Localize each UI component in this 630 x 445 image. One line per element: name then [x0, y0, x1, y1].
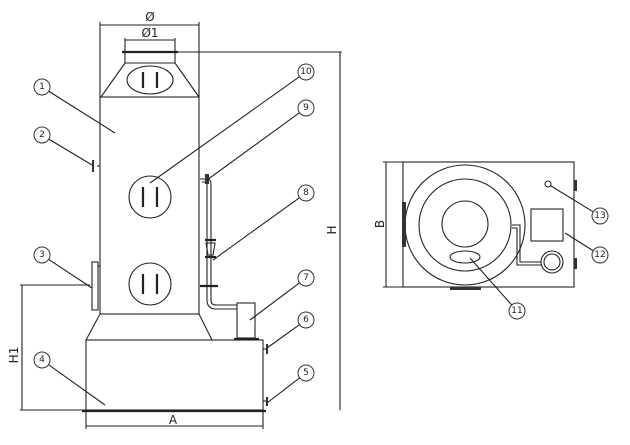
callout-13: 13 [550, 185, 609, 225]
callout-label: 13 [594, 211, 605, 221]
callout-circle [591, 246, 609, 264]
leader-line [266, 377, 300, 404]
leader-line [48, 258, 93, 289]
depth-dimension: B [373, 161, 403, 288]
overflow-nozzle [263, 344, 268, 354]
tank-outline [404, 164, 526, 286]
height-dimension: H [178, 51, 342, 410]
drain-nozzle [92, 160, 100, 172]
tower-body [99, 96, 200, 315]
callout-3: 3 [33, 246, 93, 289]
height1-label: H1 [7, 347, 21, 364]
width-dimension: A [85, 412, 264, 429]
leader-line [564, 232, 594, 252]
callout-circle [297, 184, 315, 202]
callout-circle [33, 351, 51, 369]
right-flange-lower [574, 258, 577, 269]
leader-line [48, 138, 93, 166]
callout-6: 6 [266, 311, 315, 349]
tower-outline [418, 178, 512, 272]
callout-label: 9 [303, 103, 309, 113]
tank-drain-nozzle [263, 397, 268, 406]
callout-circle [297, 311, 315, 329]
leader-line [212, 197, 300, 261]
callout-label: 1 [39, 82, 45, 92]
callout-label: 10 [300, 67, 312, 77]
plan-view: B [373, 161, 577, 290]
diameter-dimension: Ø [99, 10, 200, 97]
callout-label: 5 [303, 368, 309, 378]
callout-circle [508, 302, 526, 320]
left-flange [402, 202, 406, 247]
callout-7: 7 [249, 269, 315, 321]
diameter-label: Ø [145, 10, 154, 24]
outlet-outline [441, 200, 489, 248]
leader-line [550, 185, 594, 213]
callout-label: 11 [511, 306, 522, 316]
callout-circle [297, 63, 315, 81]
plan-manhole [449, 250, 481, 264]
diameter1-label: Ø1 [141, 26, 158, 40]
plan-pump [543, 253, 561, 271]
top-hood [100, 52, 200, 98]
callout-2: 2 [33, 126, 93, 166]
callout-circle [297, 364, 315, 382]
manhole-lower [128, 262, 172, 306]
bottom-flange [450, 287, 481, 290]
callout-label: 6 [303, 315, 309, 325]
depth-label: B [373, 220, 387, 228]
diameter1-dimension: Ø1 [124, 26, 176, 52]
callout-10: 10 [149, 63, 315, 184]
level-gauge [544, 180, 552, 188]
spray-pipe [200, 174, 237, 310]
control-box [530, 208, 564, 242]
leader-line [48, 90, 116, 134]
leader-line [48, 364, 106, 406]
callout-circle [297, 99, 315, 117]
callout-4: 4 [33, 351, 106, 406]
callout-label: 2 [39, 130, 45, 140]
callout-circle [33, 126, 51, 144]
callout-label: 7 [303, 273, 309, 283]
height-label: H [325, 225, 339, 234]
width-label: A [169, 413, 178, 427]
leader-line [249, 282, 300, 321]
callout-12: 12 [564, 232, 609, 264]
leader-line [149, 76, 300, 184]
front-elevation: Ø Ø1 H H1 A [7, 10, 342, 429]
callout-11: 11 [469, 257, 526, 320]
callout-circle [33, 246, 51, 264]
water-tank [85, 339, 264, 411]
callout-label: 4 [39, 355, 45, 365]
flowmeter [205, 242, 216, 256]
callout-circle [591, 207, 609, 225]
manhole-upper [128, 175, 172, 219]
right-flange-upper [574, 180, 577, 191]
callout-circle [33, 78, 51, 96]
leader-line [266, 324, 300, 349]
pump [234, 302, 259, 341]
callout-label: 8 [303, 188, 309, 198]
callout-1: 1 [33, 78, 116, 134]
leader-line [206, 112, 300, 181]
leader-line [469, 257, 513, 306]
plan-pipe [512, 224, 541, 266]
height1-dimension: H1 [7, 284, 90, 411]
hood-manhole [126, 65, 174, 95]
callout-circle [297, 269, 315, 287]
callout-9: 9 [206, 99, 315, 181]
callout-label: 3 [39, 250, 45, 260]
bottom-cone [85, 313, 213, 341]
inlet-flange [91, 261, 100, 311]
callout-8: 8 [212, 184, 315, 261]
callout-label: 12 [594, 250, 605, 260]
callout-5: 5 [266, 364, 315, 404]
